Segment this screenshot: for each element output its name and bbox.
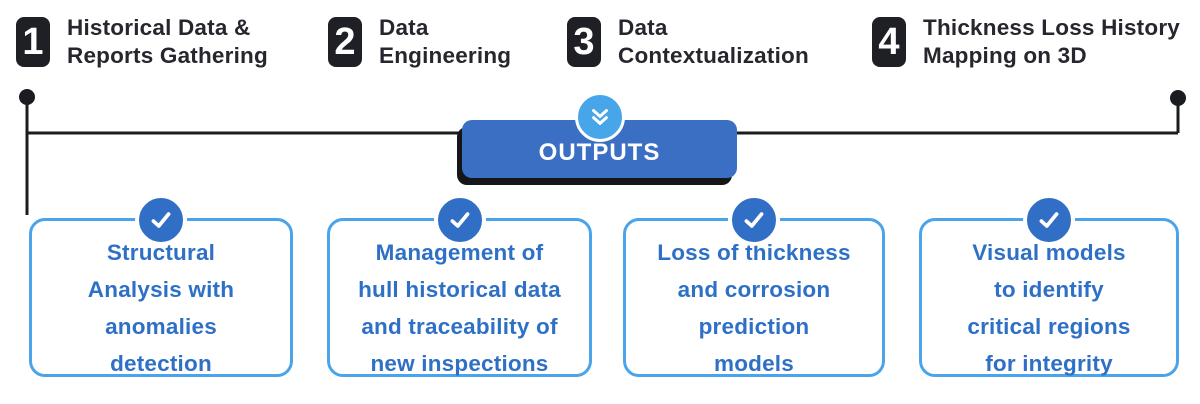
check-icon bbox=[433, 194, 486, 246]
step-1-number-badge: 1 bbox=[16, 17, 50, 67]
timeline-dot-right bbox=[1170, 90, 1186, 106]
check-icon bbox=[1023, 194, 1075, 246]
output-box-4: Visual models to identify critical regio… bbox=[919, 194, 1179, 377]
step-3-number-badge: 3 bbox=[567, 17, 601, 67]
output-box-3-text: Loss of thickness and corrosion predicti… bbox=[657, 239, 851, 376]
step-3-title: Data Contextualization bbox=[618, 15, 809, 68]
check-icon bbox=[135, 194, 187, 246]
output-box-2: Management of hull historical data and t… bbox=[327, 194, 592, 377]
outputs-button-label: OUTPUTS bbox=[538, 138, 661, 166]
step-1: 1 Historical Data & Reports Gathering bbox=[16, 14, 268, 70]
step-3: 3 Data Contextualization bbox=[567, 14, 809, 70]
step-2-title: Data Engineering bbox=[379, 15, 512, 68]
output-box-1: Structural Analysis with anomalies detec… bbox=[29, 194, 293, 377]
double-chevron-down-icon bbox=[575, 92, 625, 142]
output-box-4-text: Visual models to identify critical regio… bbox=[967, 239, 1131, 376]
step-4: 4 Thickness Loss History Mapping on 3D bbox=[872, 14, 1180, 70]
step-2-number-badge: 2 bbox=[328, 17, 362, 67]
step-4-number-badge: 4 bbox=[872, 17, 906, 67]
output-box-1-text: Structural Analysis with anomalies detec… bbox=[87, 239, 235, 376]
step-4-title: Thickness Loss History Mapping on 3D bbox=[923, 15, 1180, 68]
timeline-dot-left bbox=[19, 89, 35, 105]
check-icon bbox=[728, 194, 780, 246]
output-box-3: Loss of thickness and corrosion predicti… bbox=[623, 194, 885, 377]
step-2: 2 Data Engineering bbox=[328, 14, 511, 70]
step-1-title: Historical Data & Reports Gathering bbox=[67, 15, 268, 68]
output-box-2-text: Management of hull historical data and t… bbox=[358, 239, 561, 376]
